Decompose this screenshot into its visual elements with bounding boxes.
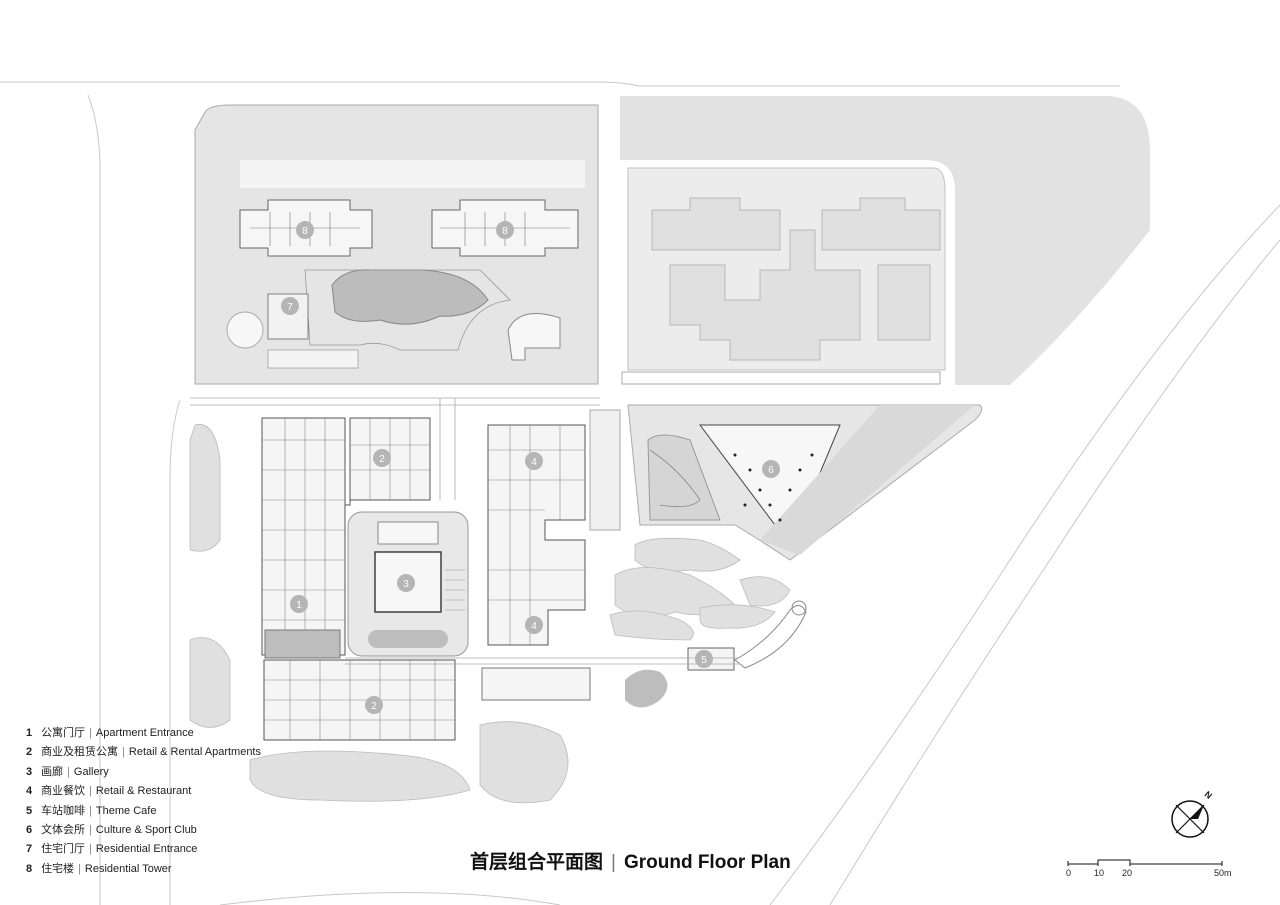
- marker-label: 8: [302, 226, 308, 237]
- marker-4a: [525, 452, 543, 470]
- legend-en: Theme Cafe: [95, 804, 157, 817]
- landscape-blobs: [189, 424, 791, 804]
- marker-8b: [496, 221, 514, 239]
- legend-item: 8 住宅楼|Residential Tower: [26, 860, 326, 879]
- legend-cn: 文体会所: [41, 823, 86, 836]
- legend-en: Residential Tower: [84, 862, 172, 875]
- legend-number: 8: [26, 862, 33, 875]
- legend-en: Gallery: [73, 765, 109, 778]
- northeast-parcel: [620, 96, 1150, 385]
- marker-3: [397, 574, 415, 592]
- marker-label: 3: [403, 579, 409, 590]
- legend: 1 公寓门厅|Apartment Entrance 2 商业及租赁公寓|Reta…: [26, 724, 326, 879]
- legend-number: 2: [26, 746, 33, 759]
- legend-number: 6: [26, 823, 33, 836]
- legend-cn: 商业餐饮: [41, 785, 86, 798]
- marker-labels: 1 2 2 3 4 4 5 6 7 8 8: [287, 226, 774, 712]
- marker-label: 8: [502, 226, 508, 237]
- legend-item: 3 画廊|Gallery: [26, 763, 326, 782]
- legend-item: 4 商业餐饮|Retail & Restaurant: [26, 782, 326, 801]
- scale-bar: 0 10 20 50m: [1066, 858, 1232, 882]
- legend-en: Apartment Entrance: [95, 727, 194, 739]
- marker-1: [290, 595, 308, 613]
- marker-4b: [525, 616, 543, 634]
- marker-label: 2: [379, 454, 385, 465]
- legend-number: 5: [26, 804, 33, 817]
- plan-title-cn: 首层组合平面图: [470, 852, 604, 873]
- marker-label: 2: [371, 701, 377, 712]
- legend-number: 7: [26, 843, 33, 856]
- marker-8a: [296, 221, 314, 239]
- scale-bar-graphic: [1067, 859, 1223, 866]
- plan-title: 首层组合平面图|Ground Floor Plan: [470, 852, 791, 873]
- legend-item: 6 文体会所|Culture & Sport Club: [26, 821, 326, 840]
- marker-2b: [365, 696, 383, 714]
- legend-number: 4: [26, 785, 33, 798]
- marker-label: 6: [768, 465, 774, 476]
- legend-cn: 住宅门厅: [41, 843, 86, 856]
- marker-label: 7: [287, 302, 293, 313]
- legend-cn: 商业及租赁公寓: [41, 746, 119, 759]
- legend-en: Retail & Rental Apartments: [128, 746, 261, 759]
- marker-7: [281, 297, 299, 315]
- marker-5: [695, 650, 713, 668]
- legend-en: Retail & Restaurant: [95, 785, 192, 798]
- legend-item: 1 公寓门厅|Apartment Entrance: [26, 724, 326, 743]
- legend-item: 2 商业及租赁公寓|Retail & Rental Apartments: [26, 743, 326, 762]
- legend-cn: 画廊: [41, 765, 64, 778]
- legend-item: 5 车站咖啡|Theme Cafe: [26, 802, 326, 821]
- marker-2a: [373, 449, 391, 467]
- scale-tick-50: 50m: [1214, 868, 1232, 878]
- legend-number: 3: [26, 765, 33, 778]
- scale-tick-0: 0: [1066, 868, 1072, 878]
- north-arrow-icon: [1171, 800, 1209, 838]
- legend-en: Culture & Sport Club: [95, 823, 197, 836]
- marker-label: 4: [531, 621, 537, 632]
- marker-label: 5: [701, 655, 707, 666]
- legend-item: 7 住宅门厅|Residential Entrance: [26, 840, 326, 859]
- scale-tick-10: 10: [1094, 868, 1105, 878]
- plan-title-en: Ground Floor Plan: [623, 852, 791, 873]
- legend-cn: 住宅楼: [41, 862, 75, 875]
- legend-cn: 车站咖啡: [41, 804, 86, 817]
- scale-tick-20: 20: [1122, 868, 1133, 878]
- west-podium: [261, 417, 431, 656]
- legend-number: 1: [26, 727, 33, 739]
- legend-en: Residential Entrance: [95, 843, 198, 856]
- east-strip: [760, 405, 975, 555]
- marker-label: 4: [531, 457, 537, 468]
- club-columns: [733, 453, 814, 522]
- northeast-buildings: [651, 197, 941, 361]
- road-lines: [0, 81, 1280, 905]
- marker-label: 1: [296, 600, 302, 611]
- room-markers: [281, 221, 780, 714]
- legend-cn: 公寓门厅: [41, 727, 86, 739]
- marker-6: [762, 460, 780, 478]
